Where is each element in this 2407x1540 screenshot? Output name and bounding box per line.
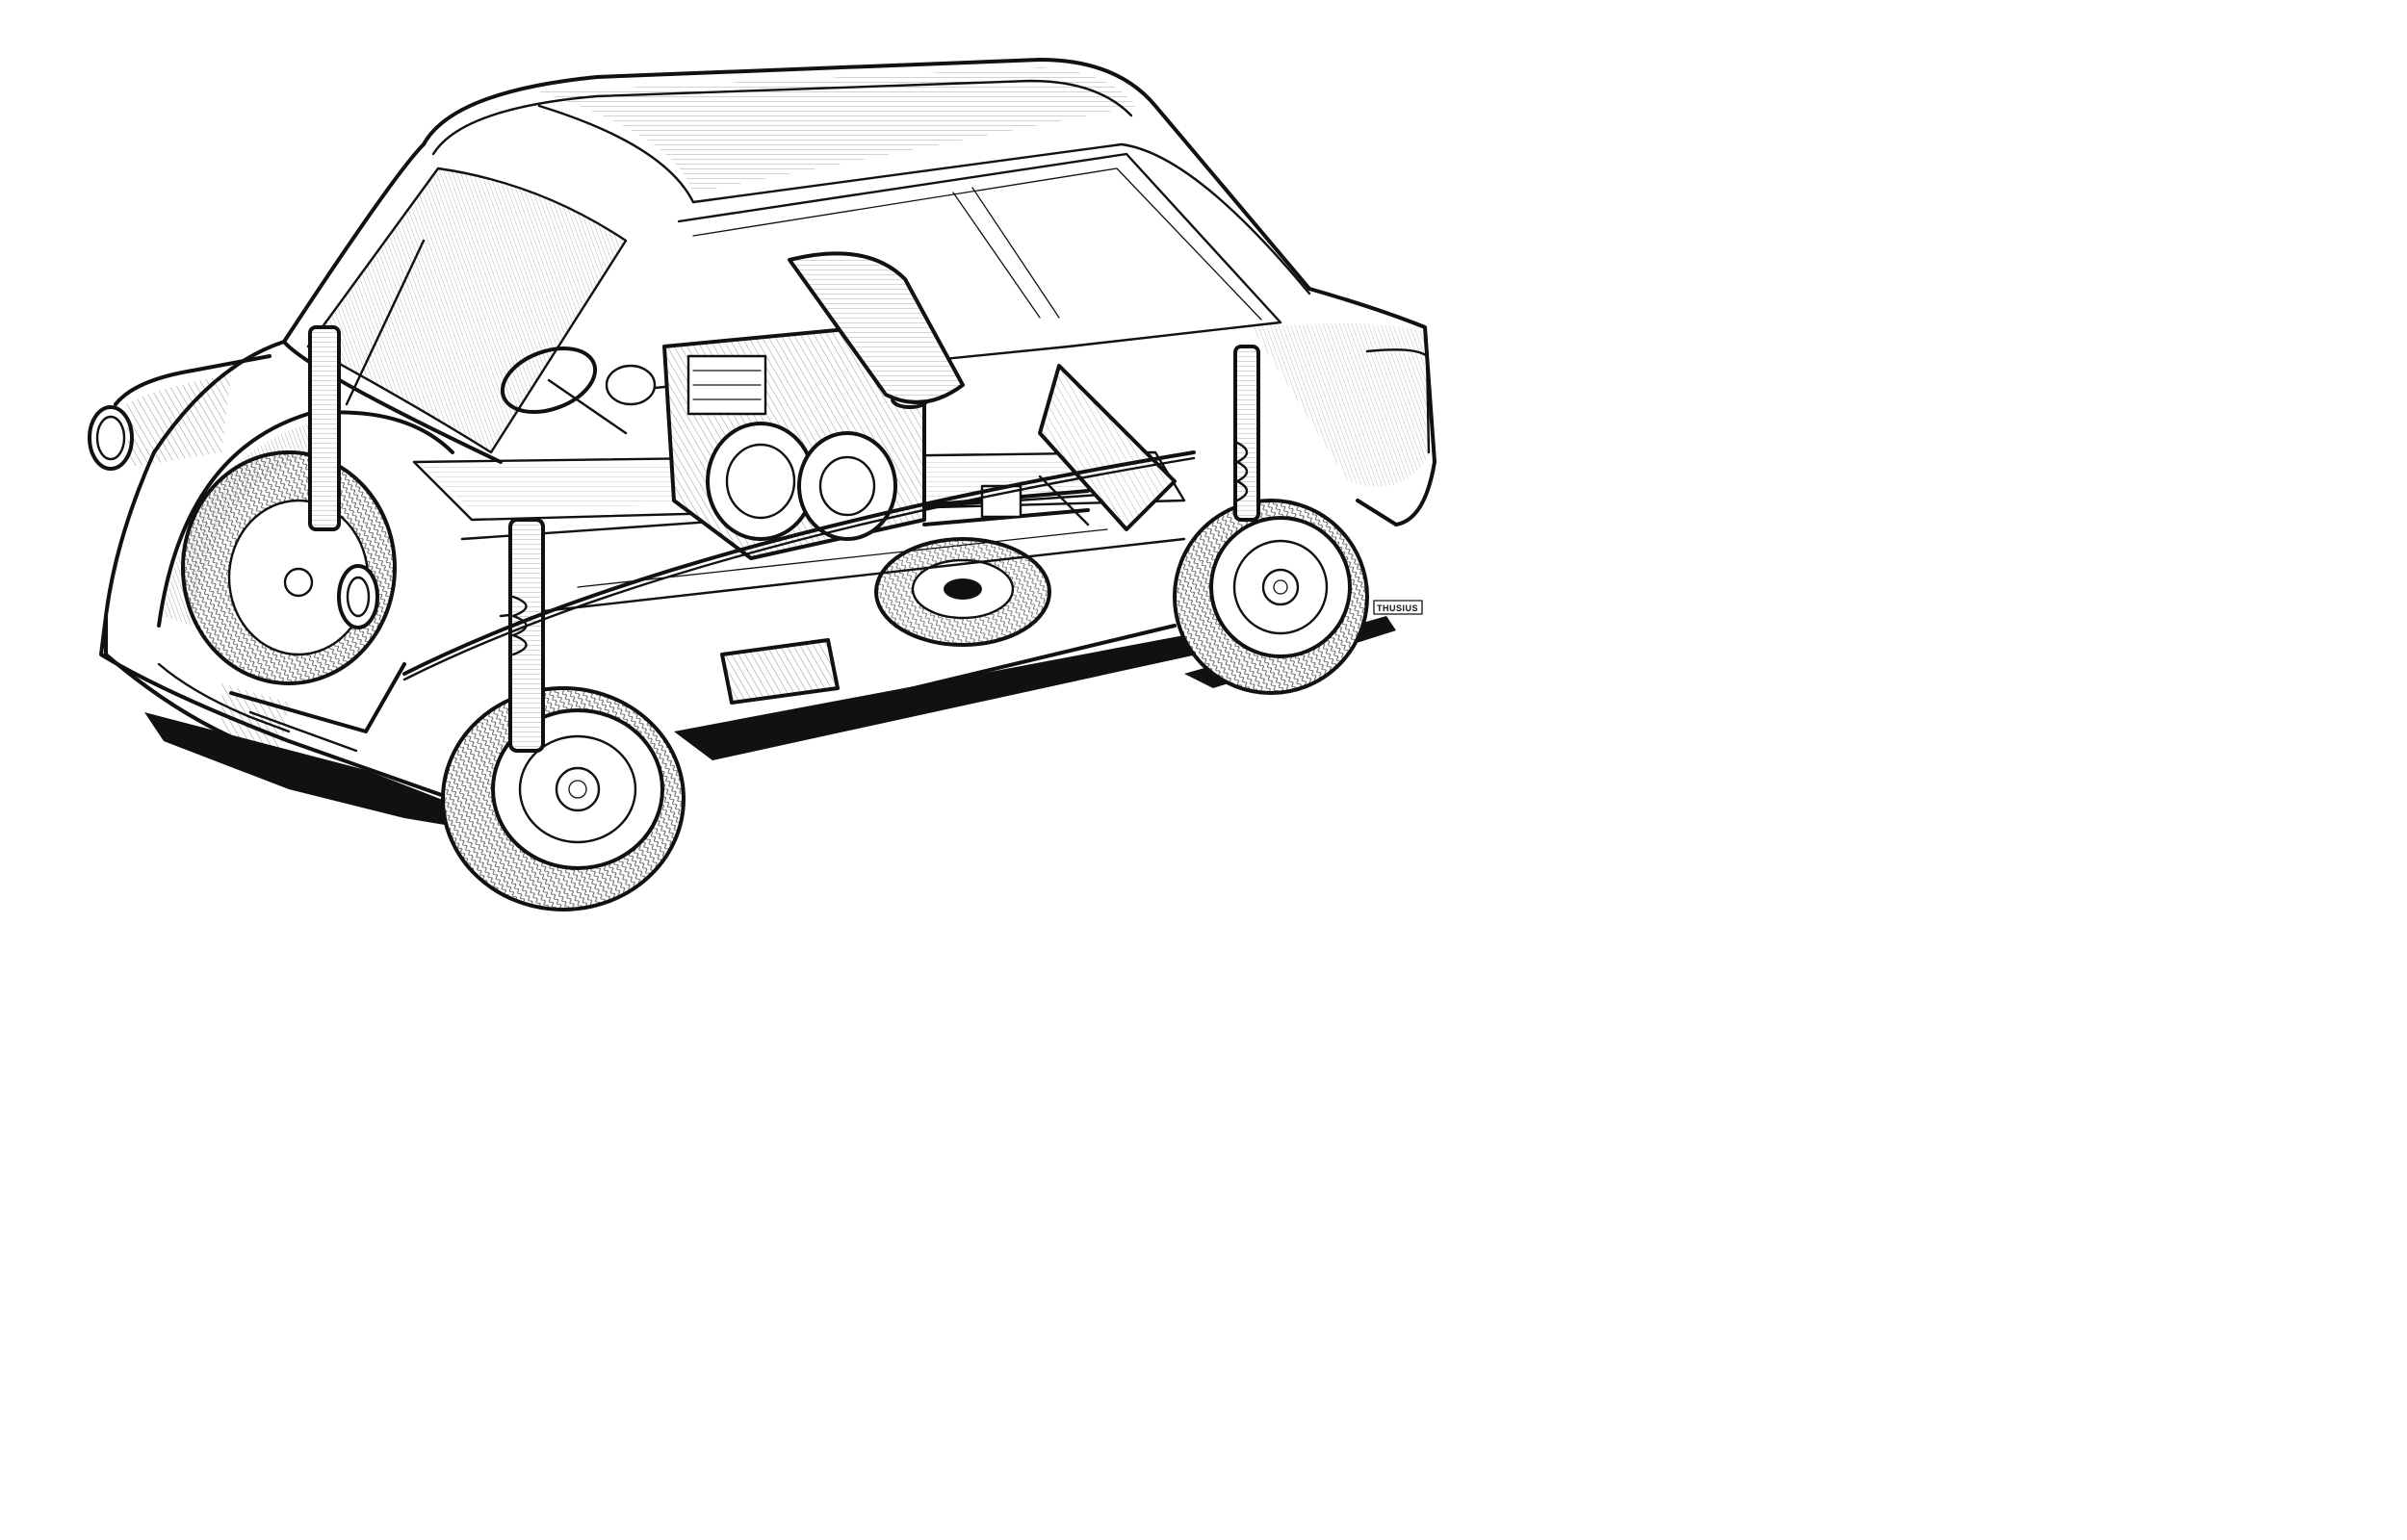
front-suspension-strut bbox=[308, 325, 545, 753]
front-inner-wheel bbox=[181, 450, 397, 685]
rear-suspension-strut bbox=[1233, 345, 1260, 522]
artist-signature-text: THUSIUS bbox=[1377, 603, 1418, 613]
artist-signature: THUSIUS bbox=[1373, 600, 1423, 615]
front-wheel bbox=[441, 686, 686, 911]
seat bbox=[788, 251, 1177, 531]
cutaway-illustration: THUSIUS bbox=[88, 58, 1436, 911]
exhaust-pipe bbox=[402, 450, 1196, 681]
battery bbox=[720, 638, 840, 705]
auxiliary-lamp bbox=[337, 564, 379, 629]
rear-wheel bbox=[1173, 499, 1369, 695]
front-linkage bbox=[221, 662, 406, 760]
engine bbox=[662, 325, 929, 560]
spare-wheel bbox=[874, 537, 1051, 647]
roof-panel bbox=[422, 58, 1311, 295]
steering-wheel bbox=[500, 346, 657, 435]
headlamp bbox=[88, 354, 272, 471]
